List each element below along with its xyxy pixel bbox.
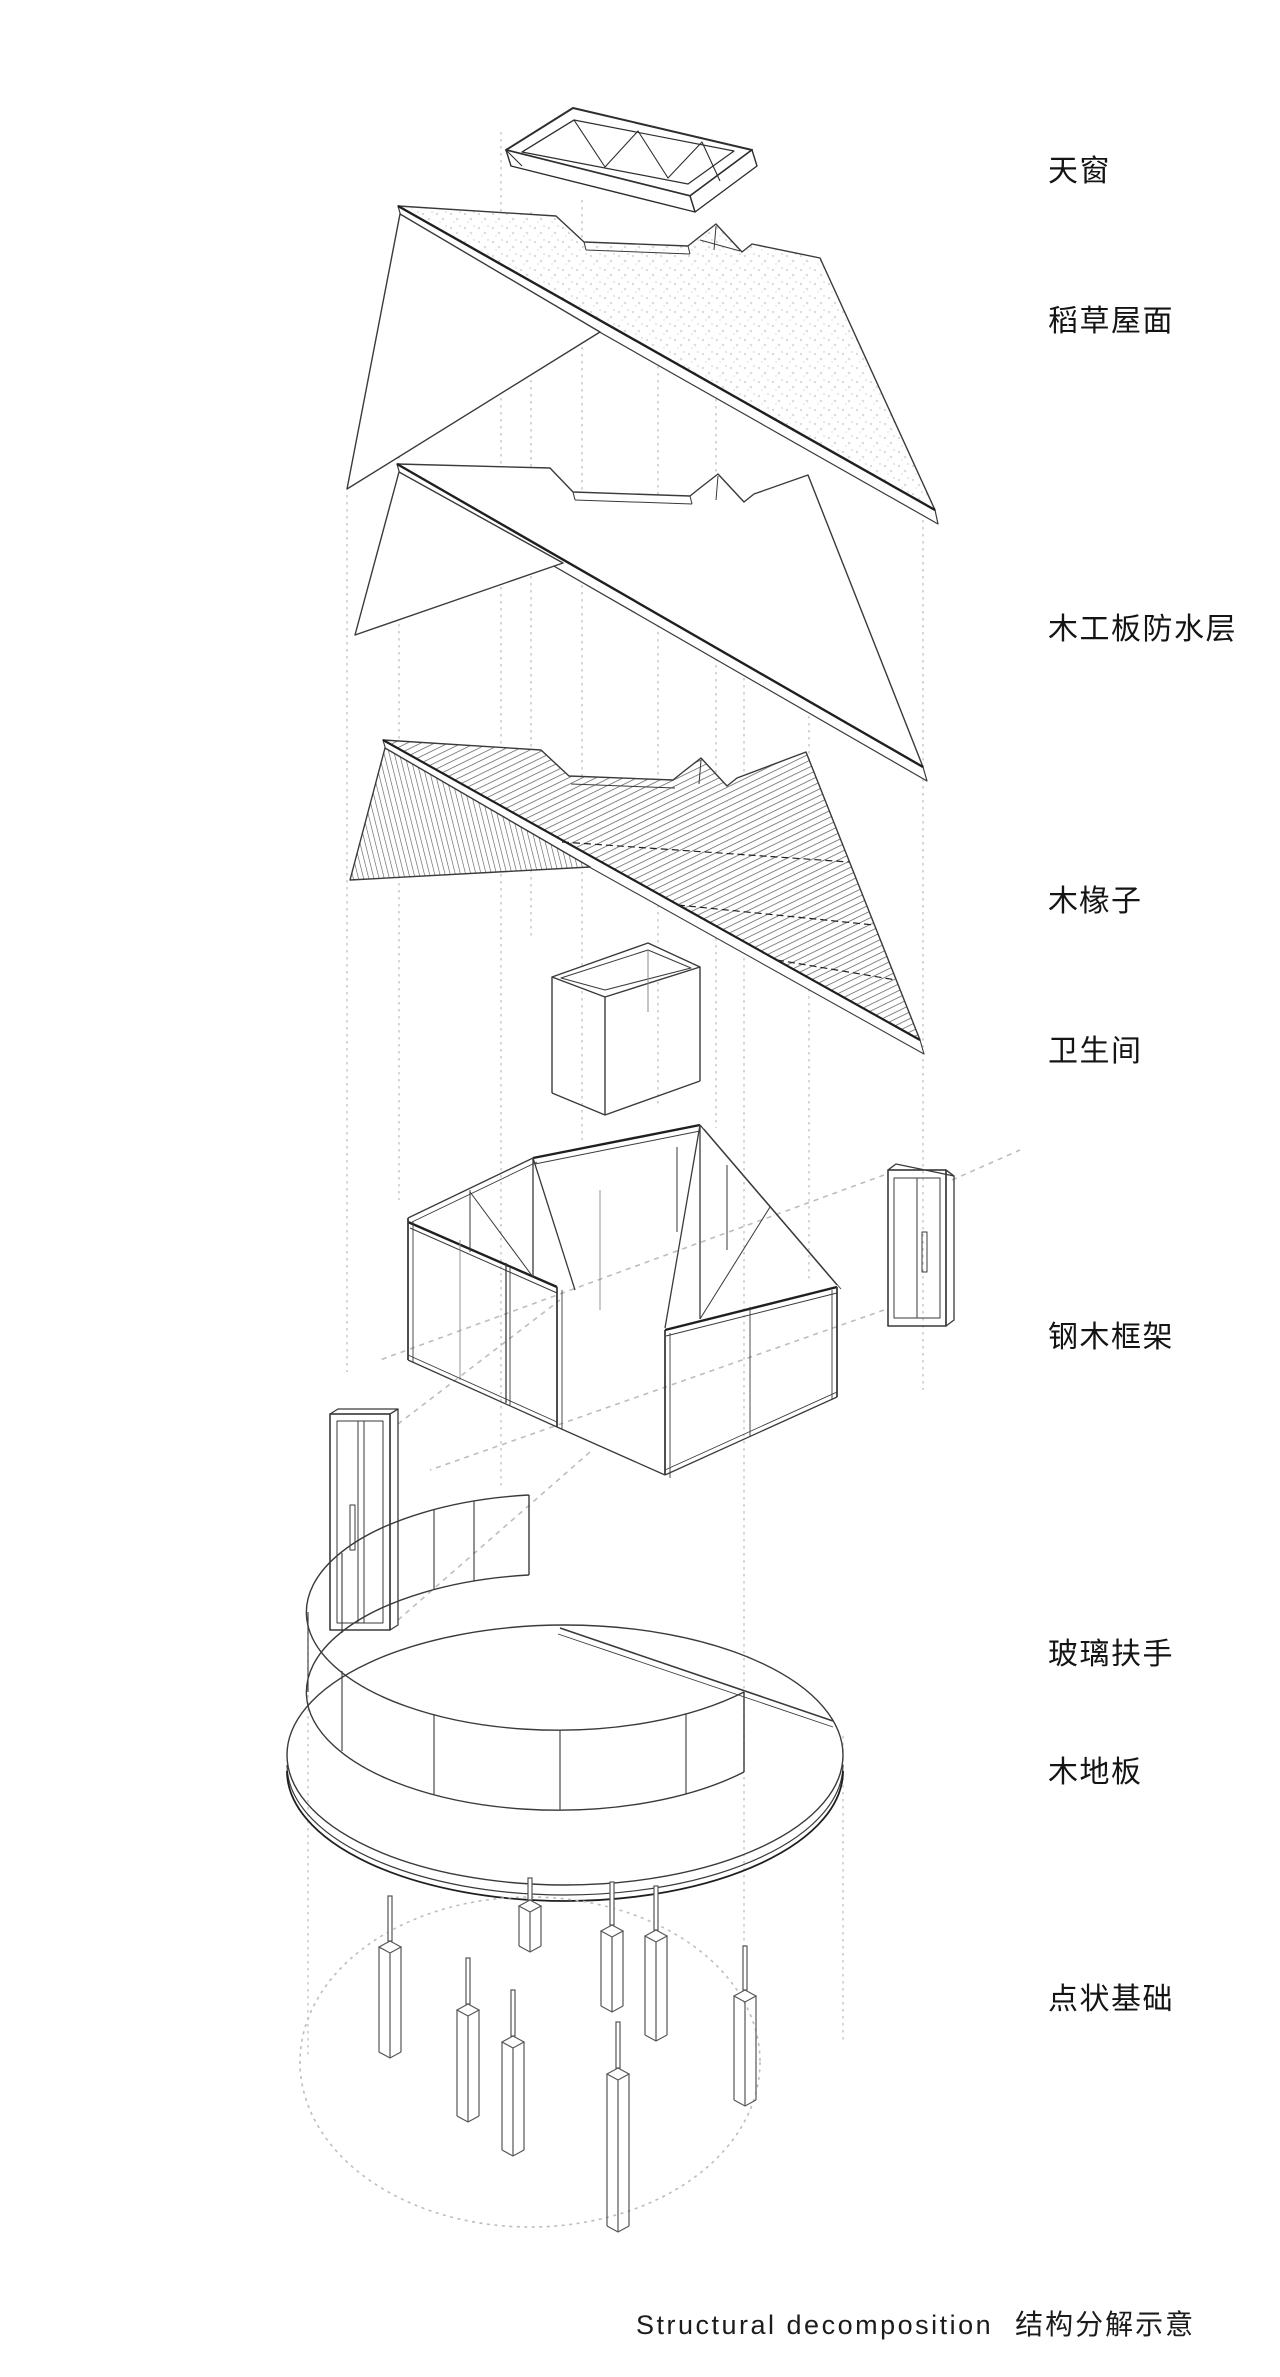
right-door-panel [887,1163,955,1327]
label-wood-floor: 木地板 [1048,1756,1143,1789]
straw-roof-part [346,204,939,525]
foundation-pier [377,1895,403,2059]
waterproof-curb [572,475,719,505]
label-bathroom: 卫生间 [1048,1035,1143,1068]
leader-lines [379,1149,1021,1621]
caption-english: Structural decomposition [636,2310,994,2340]
main-truss [664,1124,842,1329]
label-waterproof-layer: 木工板防水层 [1048,613,1237,646]
diagram-caption: Structural decomposition 结构分解示意 [636,2303,1195,2343]
rafter-opening-curb [570,759,702,789]
label-straw-roof: 稻草屋面 [1048,305,1174,338]
point-foundation-part [299,1877,761,2233]
rafter-purlins [561,841,897,981]
label-skylight: 天窗 [1048,155,1111,188]
foundation-pier [517,1877,543,1953]
bottom-beams [407,1354,838,1476]
caption-chinese: 结构分解示意 [1015,2309,1196,2340]
waterproof-layer-part [354,462,928,782]
skylight-part [505,107,758,213]
straw-roof-curb [583,225,741,255]
glass-handrail-part [305,1494,745,1811]
foundation-pier [500,1989,526,2157]
label-point-foundation: 点状基础 [1048,1983,1174,2016]
foundation-pier [732,1945,758,2107]
foundation-pier [605,2021,631,2233]
bathroom-part [551,942,701,1116]
steel-wood-frame-part [329,1123,1021,1631]
left-door-panel [329,1408,399,1631]
label-rafters: 木椽子 [1048,885,1143,918]
handrail-panel-joints [307,1501,687,1810]
skylight-truss-webs [505,119,721,182]
label-steel-wood-frame: 钢木框架 [1048,1321,1174,1354]
foundation-pier [599,1881,625,2013]
left-truss [407,1157,576,1291]
label-glass-handrail: 玻璃扶手 [1048,1638,1174,1671]
foundation-pier [643,1885,669,2042]
wood-floor-part [286,1624,844,1902]
rafters-part [349,739,925,1055]
wall-posts [407,1190,838,1478]
foundation-pier [455,1957,481,2123]
